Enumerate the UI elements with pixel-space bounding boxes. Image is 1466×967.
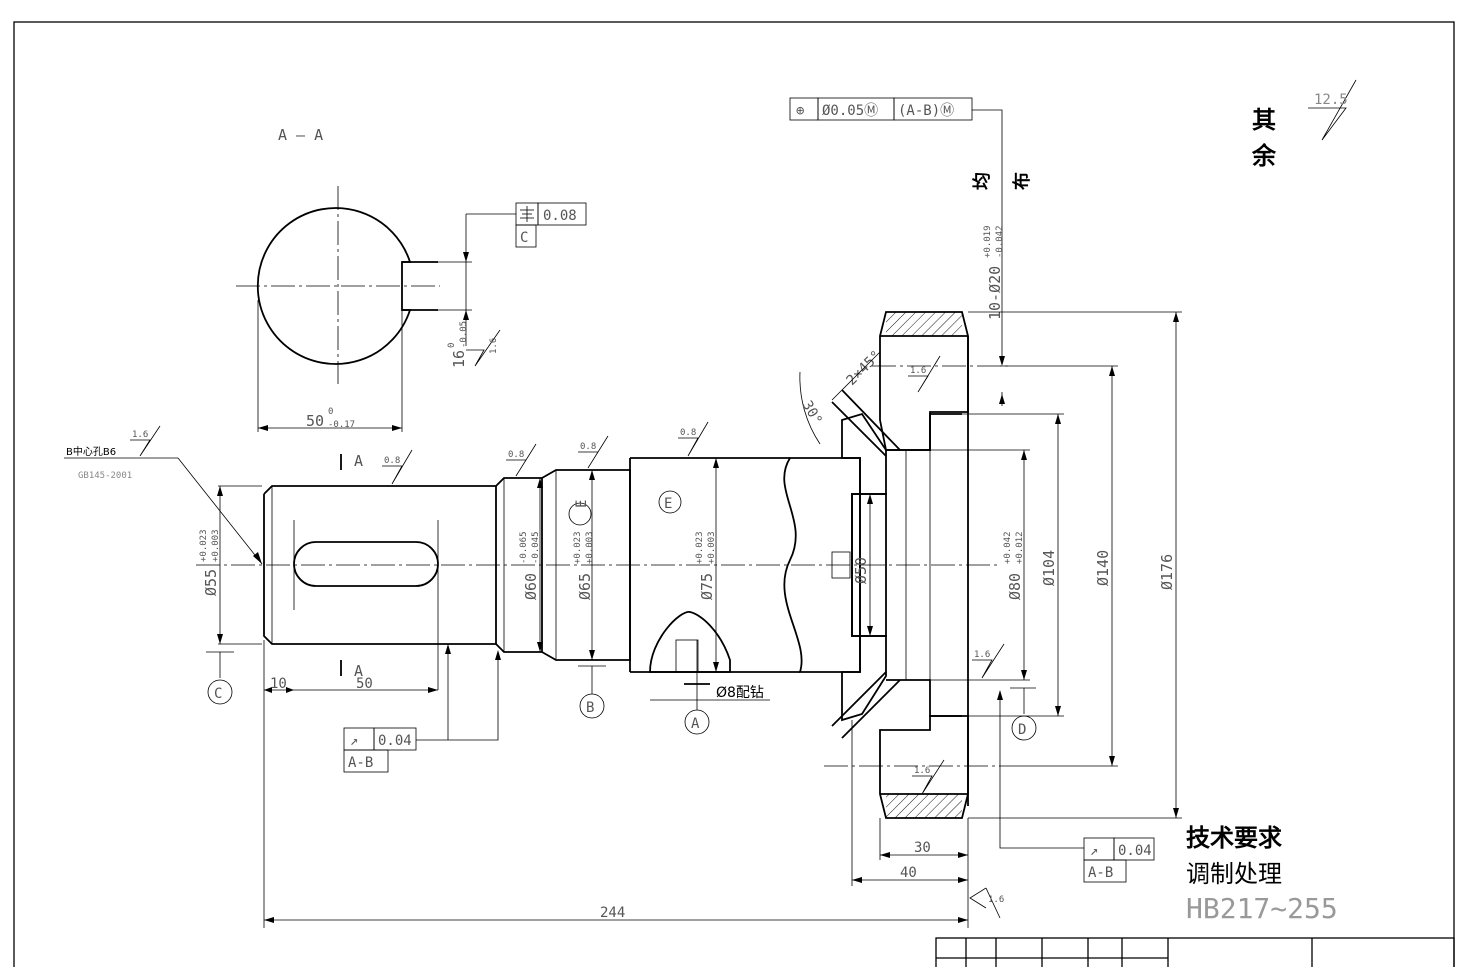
svg-text:1.6: 1.6 [988,895,1004,905]
length-dims: 10 50 30 40 244 [263,640,969,928]
svg-text:+0.042: +0.042 [1003,531,1013,564]
pin-hole-note: Ø8配钻 [650,640,770,710]
svg-text:0: 0 [447,343,457,348]
svg-text:+0.023: +0.023 [573,531,583,564]
svg-text:Ø55: Ø55 [202,569,220,596]
svg-text:+0.003: +0.003 [585,531,595,564]
svg-text:244: 244 [600,905,625,921]
drawing-border [13,21,1455,967]
svg-text:A: A [354,662,363,680]
main-view [196,311,1010,819]
center-hole-standard: GB145-2001 [78,471,132,481]
section-view: A — A [236,126,516,432]
svg-text:Ø65: Ø65 [576,573,594,600]
tech-line2: HB217~255 [1186,892,1338,925]
svg-text:布: 布 [1011,172,1033,190]
datum-circles: C B A D E E [207,490,1037,741]
svg-text:1.6: 1.6 [974,650,990,660]
roughness-keyway: 1.6 [466,329,501,367]
svg-text:1.6: 1.6 [914,766,930,776]
flatness-datum: C [520,230,528,246]
general-roughness: 12.5 其 余 [1251,79,1357,170]
svg-text:12.5: 12.5 [1314,92,1348,108]
flatness-value: 0.08 [543,208,577,224]
tech-title: 技术要求 [1186,824,1282,852]
svg-text:0.04: 0.04 [378,733,412,749]
other-label-1: 其 [1252,106,1276,134]
svg-text:+0.012: +0.012 [1015,531,1025,564]
svg-text:均: 均 [971,172,993,190]
svg-text:+0.003: +0.003 [707,531,717,564]
svg-text:Ø140: Ø140 [1094,550,1112,586]
svg-text:↗: ↗ [350,733,358,749]
tech-line1: 调制处理 [1186,860,1282,888]
center-hole-note: B中心孔B6 GB145-2001 1.6 [64,425,263,565]
svg-text:16: 16 [450,350,468,368]
svg-text:+0.019: +0.019 [983,225,993,258]
svg-text:30: 30 [914,840,931,856]
svg-text:A-B: A-B [1088,865,1113,881]
svg-text:E: E [664,496,672,512]
svg-text:1.6: 1.6 [910,366,926,376]
svg-text:+0.023: +0.023 [199,529,209,562]
svg-text:A: A [691,716,700,732]
svg-text:A-B: A-B [348,755,373,771]
svg-text:B: B [586,700,594,716]
svg-text:Ø50: Ø50 [852,557,870,584]
svg-text:D: D [1018,722,1026,738]
runout-frame-1: ↗ 0.04 A-B [343,644,501,773]
svg-text:0.04: 0.04 [1118,843,1152,859]
position-frame: ⊕ Ø0.05Ⓜ (A-B)Ⓜ [789,97,1005,406]
svg-text:-0.045: -0.045 [531,531,541,564]
svg-text:Ø8配钻: Ø8配钻 [716,685,764,701]
svg-text:Ø176: Ø176 [1158,554,1176,590]
keyway-width-dim: 16 0 -0.05 [447,321,469,368]
runout-frame-2: ↗ 0.04 A-B [997,690,1155,883]
svg-text:Ø104: Ø104 [1040,550,1058,586]
svg-text:E: E [574,500,590,508]
section-marks: A A [340,452,363,680]
svg-text:0.8: 0.8 [680,428,696,438]
svg-text:0.8: 0.8 [384,456,400,466]
svg-text:50: 50 [306,412,324,430]
svg-text:+0.023: +0.023 [695,531,705,564]
svg-text:10-Ø20: 10-Ø20 [986,266,1004,320]
center-hole-label: B中心孔B6 [66,445,116,458]
svg-text:Ø60: Ø60 [522,573,540,600]
flatness-frame: 0.08 C [515,202,587,248]
roughness-marks: 0.8 0.8 0.8 0.8 1.6 1.6 1.6 1.6 [382,355,1005,919]
svg-text:1.6: 1.6 [132,430,148,440]
other-label-2: 余 [1251,142,1277,170]
keyway-depth-dim: 50 0 -0.17 [306,407,355,430]
svg-text:⊕: ⊕ [796,103,805,119]
svg-text:50: 50 [356,676,373,692]
diameter-dims [206,311,1182,819]
svg-text:10: 10 [270,676,287,692]
svg-text:-0.05: -0.05 [459,321,469,348]
svg-text:↗: ↗ [1090,843,1098,859]
svg-text:1.6: 1.6 [489,338,499,354]
svg-text:+0.003: +0.003 [211,529,221,562]
svg-text:-0.042: -0.042 [995,225,1005,258]
diameter-texts: Ø55 +0.023 +0.003 Ø60 -0.065 -0.045 Ø65 … [199,529,1176,600]
svg-text:Ø80: Ø80 [1006,573,1024,600]
title-block [935,937,1455,967]
holes-label: 10-Ø20 +0.019 -0.042 [983,225,1005,320]
tech-requirements: 技术要求 调制处理 HB217~255 [1186,824,1338,925]
svg-text:Ø0.05Ⓜ: Ø0.05Ⓜ [822,103,878,119]
svg-text:40: 40 [900,865,917,881]
svg-text:0.8: 0.8 [508,450,524,460]
uniform-label: 均 布 [971,172,1033,190]
svg-text:0: 0 [328,407,333,417]
svg-text:0.8: 0.8 [580,442,596,452]
svg-text:C: C [214,686,222,702]
svg-text:-0.065: -0.065 [519,531,529,564]
svg-text:-0.17: -0.17 [328,420,355,430]
svg-text:(A-B)Ⓜ: (A-B)Ⓜ [898,103,954,119]
svg-text:Ø75: Ø75 [698,573,716,600]
svg-text:A: A [354,452,363,470]
section-label: A — A [278,126,323,144]
